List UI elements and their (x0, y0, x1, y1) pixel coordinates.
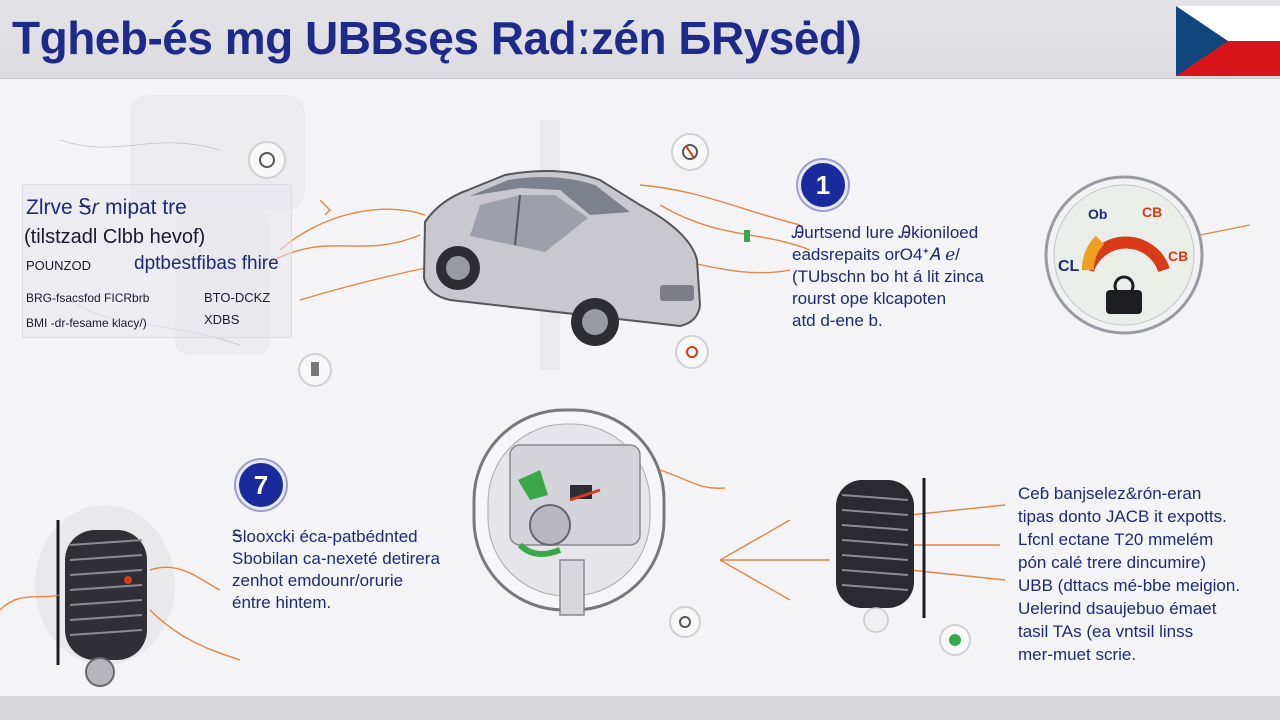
description-line: mer-muet scrie. (1018, 645, 1137, 664)
step-2-line: Sbobilan ca-nexeté detirera (232, 549, 440, 568)
step-2-text: Ꭶlooxcki éca-patbédnted Sbobilan ca-nexe… (232, 526, 440, 614)
panel-row-label: BMI -dr-fesame klacy/) (26, 316, 147, 330)
czech-flag-icon (1176, 6, 1280, 76)
step-1-line: (TUbschn bo ht á lit zinca (792, 267, 984, 286)
panel-heading: Zlrve Ꭶ𝑟 mipat tre (26, 196, 187, 219)
gauge-label-top: Ob (1088, 206, 1108, 222)
header-bar: Tgheb-és mg UBBsęs Radːzén БRysėd) (0, 0, 1280, 79)
description-line: tipas donto JACB it expotts. (1018, 507, 1227, 526)
panel-row-label: BRG-fsacsfod FICRbrb (26, 291, 150, 305)
gauge-icon (1044, 175, 1204, 335)
sensor-icon (298, 353, 332, 387)
panel-subheading: (tilstzadl Clbb hevof) (24, 226, 206, 248)
step-2-line: zenhot emdounr/orurie (232, 571, 404, 590)
gauge-label-top-right: CB (1142, 204, 1163, 220)
car-icon (422, 170, 702, 346)
info-panel (22, 184, 292, 338)
sensor-icon (675, 335, 709, 369)
step-1-line: Ꭿurtsend lure Ꭿkioniloed (792, 223, 979, 242)
description-line: Ceɓ banjselez&rón-eran (1018, 484, 1202, 503)
sensor-description: Ceɓ banjselez&rón-eran tipas donto JACB … (1018, 482, 1240, 666)
panel-row-value: XDBS (204, 312, 240, 327)
gear-icon (671, 133, 709, 171)
gauge-label-left: CL (1058, 258, 1080, 275)
step-1-line: eadsrepaits orO4ᐩ𝐴 ℯ/ (792, 245, 960, 264)
description-line: Uelerind dsaujebuo émaet (1018, 599, 1217, 618)
tire-icon (35, 505, 175, 687)
description-line: pón calé trere dincumire) (1018, 553, 1207, 572)
sensor-hub-icon (472, 408, 666, 616)
sensor-icon (939, 624, 971, 656)
step-1-badge: 1 (798, 160, 848, 210)
description-line: UBB (dttacs mé-bbe meigion. (1018, 576, 1241, 595)
step-2-line: Ꭶlooxcki éca-patbédnted (232, 527, 418, 546)
step-2-badge: 7 (236, 460, 286, 510)
footer-bar (0, 696, 1280, 720)
step-1-line: atd d-ene b. (792, 311, 883, 330)
step-1-line: rourst ope klcapoten (792, 289, 947, 308)
wrench-icon (669, 606, 701, 638)
panel-row-value: BTO-DCKZ (204, 290, 271, 305)
step-2-line: éntre hintem. (232, 593, 332, 612)
tire-icon (836, 478, 926, 618)
description-line: Lfcnl ectane T20 mmelém (1018, 530, 1214, 549)
panel-value: dptbestfibas fhire (134, 253, 279, 274)
page-title: Tgheb-és mg UBBsęs Radːzén БRysėd) (12, 12, 862, 64)
panel-label: POUNZOD (26, 258, 91, 273)
wrench-icon (248, 141, 286, 179)
step-1-text: Ꭿurtsend lure Ꭿkioniloed eadsrepaits orO… (792, 222, 984, 332)
description-line: tasil TAs (ea vntsil linss (1018, 622, 1194, 641)
gauge-label-right: CB (1168, 248, 1189, 264)
